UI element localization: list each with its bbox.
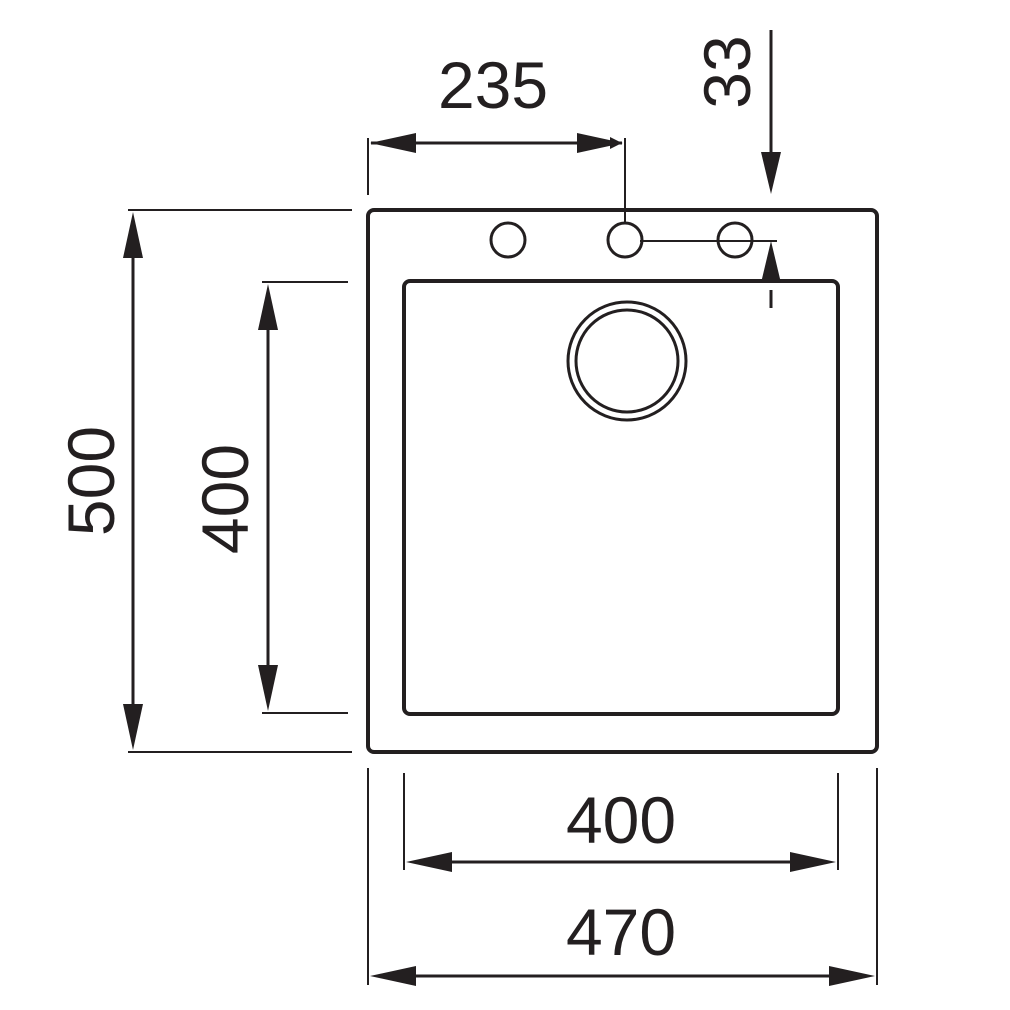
dimension-470: 470 — [367, 768, 878, 986]
tap-hole-left — [489, 221, 527, 259]
sink-outer-rim — [366, 208, 879, 754]
dimension-235: 235 — [367, 48, 626, 222]
dimension-400-height: 400 — [188, 281, 348, 714]
dimension-33: 33 — [640, 30, 781, 308]
dimension-label-500: 500 — [54, 426, 128, 536]
dimension-label-400-height: 400 — [188, 444, 262, 554]
dimension-label-33: 33 — [690, 35, 764, 108]
dimension-label-235: 235 — [438, 48, 548, 122]
sink-bowl — [402, 279, 840, 716]
dimension-label-400-width: 400 — [566, 783, 676, 857]
dimension-400-width: 400 — [403, 773, 839, 872]
tap-hole-center — [606, 221, 644, 259]
dimension-label-470: 470 — [566, 895, 676, 969]
sink-body — [366, 208, 879, 754]
dimension-500: 500 — [54, 209, 352, 753]
drain-hole — [566, 300, 688, 422]
